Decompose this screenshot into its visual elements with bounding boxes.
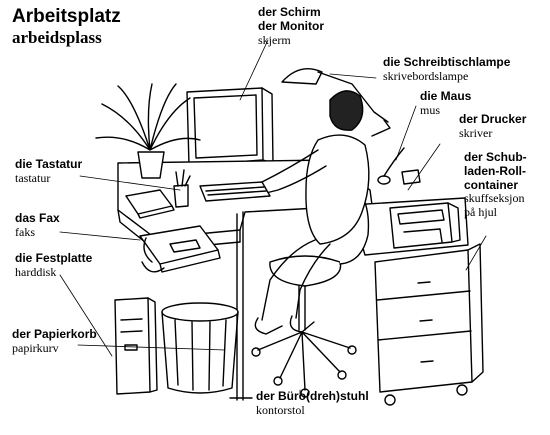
label-lamp: die Schreibtischlampe skrivebordslampe (383, 55, 511, 84)
label-monitor-norwegian: skjerm (258, 32, 291, 47)
fax-drawing (139, 225, 221, 273)
label-chair-norwegian: kontorstol (256, 402, 305, 417)
page-title: Arbeitsplatz (12, 6, 121, 27)
wastepaper-bin-drawing (161, 302, 239, 394)
label-bin-german: der Papierkorb (12, 327, 97, 341)
label-container-norwegian-2: på hjul (464, 205, 497, 220)
label-printer-german: der Drucker (459, 112, 527, 126)
label-keyboard: die Tastatur tastatur (15, 157, 83, 186)
label-monitor: der Schirm der Monitor skjerm (258, 5, 324, 47)
mouse-drawing (377, 147, 421, 185)
binder-and-pencup-drawing (125, 169, 191, 219)
label-mouse: die Maus mus (420, 89, 472, 118)
label-monitor-german-2: der Monitor (258, 18, 324, 33)
label-wastepaper-bin: der Papierkorb papirkurv (12, 327, 97, 356)
label-office-chair: der Büro(dreh)stuhl kontorstol (256, 389, 369, 418)
label-printer: der Drucker skriver (459, 112, 527, 141)
label-container-german-3: container (464, 177, 519, 192)
plant-drawing (95, 83, 201, 179)
label-chair-german: der Büro(dreh)stuhl (256, 389, 369, 403)
pointer-lines (59, 39, 487, 395)
label-mouse-german: die Maus (420, 89, 472, 103)
label-fax-norwegian: faks (15, 224, 35, 239)
keyboard-drawing (199, 181, 271, 202)
label-harddisk: die Festplatte harddisk (15, 251, 93, 280)
label-lamp-norwegian: skrivebordslampe (383, 68, 469, 83)
label-harddisk-german: die Festplatte (15, 251, 93, 265)
label-container-german-1: der Schub- (464, 150, 527, 164)
label-harddisk-norwegian: harddisk (15, 264, 57, 279)
monitor-drawing (186, 87, 274, 180)
label-container-german-2: laden-Roll- (464, 163, 526, 178)
seated-person-drawing (249, 90, 370, 335)
label-fax-german: das Fax (15, 211, 60, 225)
page-subtitle: arbeidsplass (12, 27, 102, 47)
label-monitor-german-1: der Schirm (258, 5, 321, 19)
label-fax: das Fax faks (15, 211, 60, 240)
label-printer-norwegian: skriver (459, 125, 493, 140)
printer-drawing (389, 202, 461, 249)
desk-lamp-drawing (281, 68, 391, 137)
label-container-norwegian-1: skuffseksjon (464, 191, 525, 206)
harddisk-tower-drawing (114, 297, 158, 395)
title-block: Arbeitsplatz arbeidsplass (12, 6, 121, 47)
label-mouse-norwegian: mus (420, 102, 441, 117)
label-lamp-german: die Schreibtischlampe (383, 55, 511, 69)
label-bin-norwegian: papirkurv (12, 340, 59, 355)
label-drawer-container: der Schub- laden-Roll- container skuffse… (464, 150, 527, 220)
label-keyboard-norwegian: tastatur (15, 170, 51, 185)
label-keyboard-german: die Tastatur (15, 157, 83, 171)
